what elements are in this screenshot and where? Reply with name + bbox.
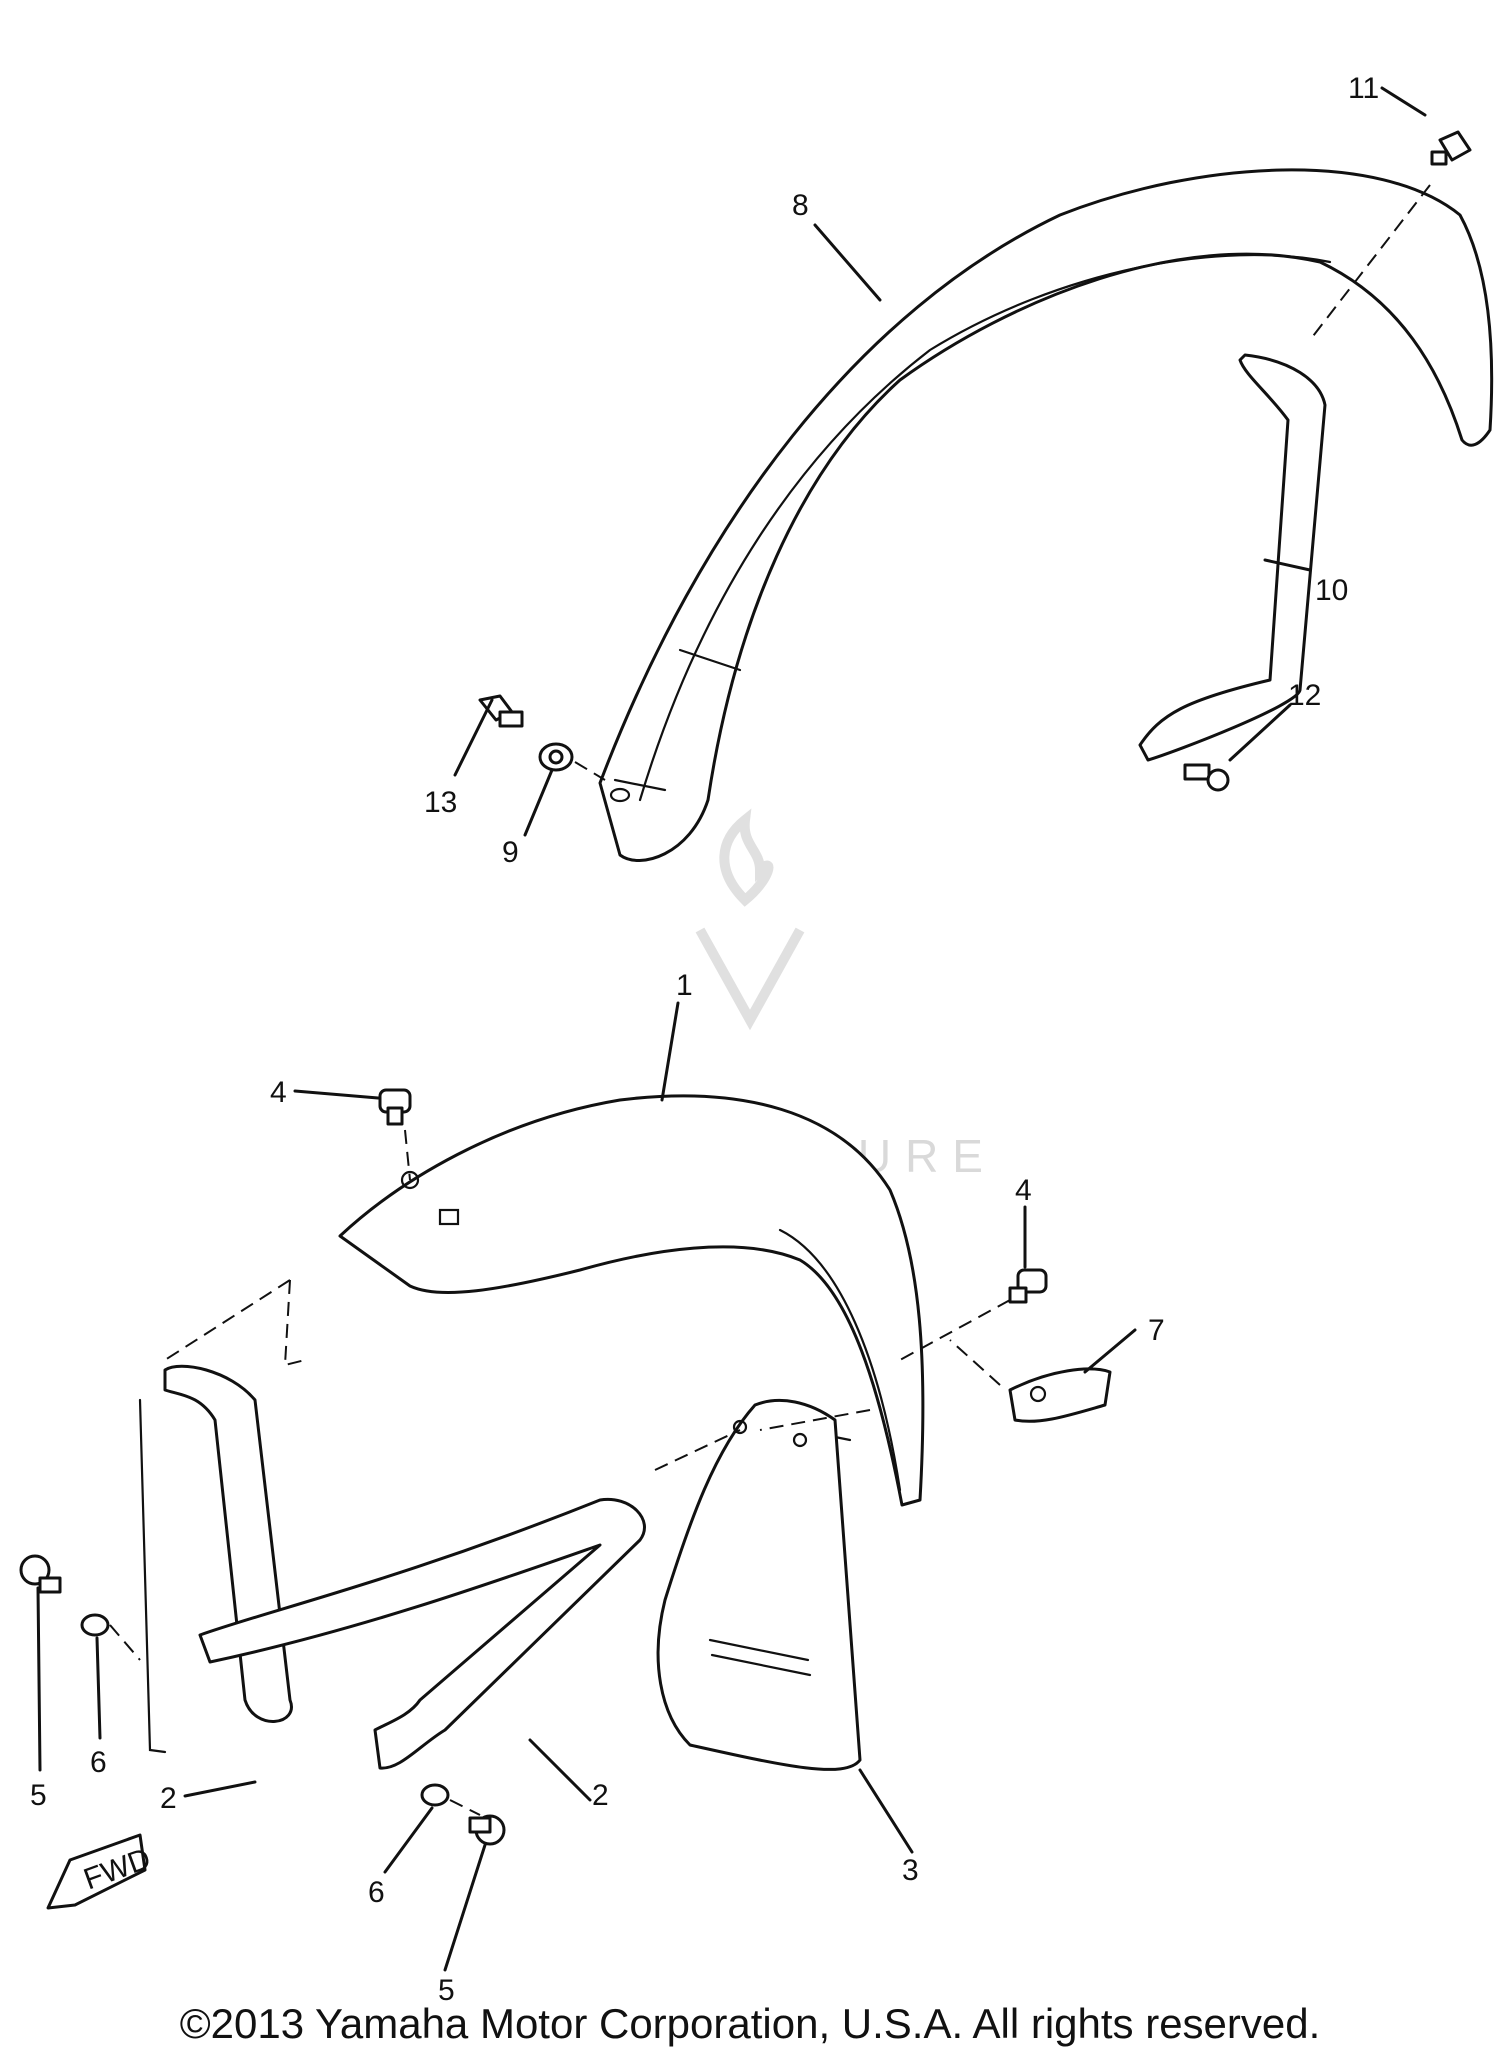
callout-12: 12 <box>1288 679 1321 712</box>
callout-5-left: 5 <box>30 1779 47 1812</box>
fender-stay-left <box>138 1364 293 1754</box>
callout-11: 11 <box>1348 72 1379 105</box>
callout-4-right: 4 <box>1015 1174 1032 1207</box>
bolt-5-right <box>468 1814 506 1846</box>
callout-6-right: 6 <box>368 1876 385 1909</box>
washer-6-right <box>420 1783 450 1807</box>
flame-v-logo-icon <box>695 808 805 1031</box>
callout-13: 13 <box>424 786 457 819</box>
bolt-5-left <box>19 1554 62 1594</box>
callout-8: 8 <box>792 189 809 222</box>
mud-flap <box>656 1398 862 1771</box>
leader-lines <box>36 86 1427 1972</box>
callout-2-right: 2 <box>592 1779 609 1812</box>
callout-10: 10 <box>1315 574 1348 607</box>
bolt-12 <box>1183 763 1230 792</box>
rear-fender-stay <box>1138 353 1327 762</box>
fwd-badge: FWD <box>46 1833 155 1910</box>
callout-2-left: 2 <box>160 1782 177 1815</box>
bolt-11 <box>1430 130 1472 166</box>
callout-4-left: 4 <box>270 1076 287 1109</box>
bracket-7 <box>1008 1367 1112 1423</box>
callout-labels: 11 8 10 12 13 9 1 4 4 7 5 6 2 2 3 6 5 <box>30 72 1379 2007</box>
front-fender <box>338 1094 925 1507</box>
washer-6-left <box>80 1613 110 1637</box>
washer-9 <box>538 742 574 772</box>
callout-9: 9 <box>502 836 519 869</box>
bolt-4-left <box>378 1088 412 1126</box>
callout-6-left: 6 <box>90 1746 107 1779</box>
bolt-13 <box>478 694 524 728</box>
fender-stay-right <box>198 1497 646 1770</box>
callout-1: 1 <box>676 969 693 1002</box>
bolt-4-right <box>1008 1268 1048 1304</box>
callout-3: 3 <box>902 1854 919 1887</box>
copyright-notice: ©2013 Yamaha Motor Corporation, U.S.A. A… <box>179 2000 1321 2047</box>
callout-5-right: 5 <box>438 1974 455 2007</box>
rear-fender <box>598 168 1494 862</box>
fwd-arrow-icon <box>46 1833 147 1910</box>
callout-7: 7 <box>1148 1314 1165 1347</box>
